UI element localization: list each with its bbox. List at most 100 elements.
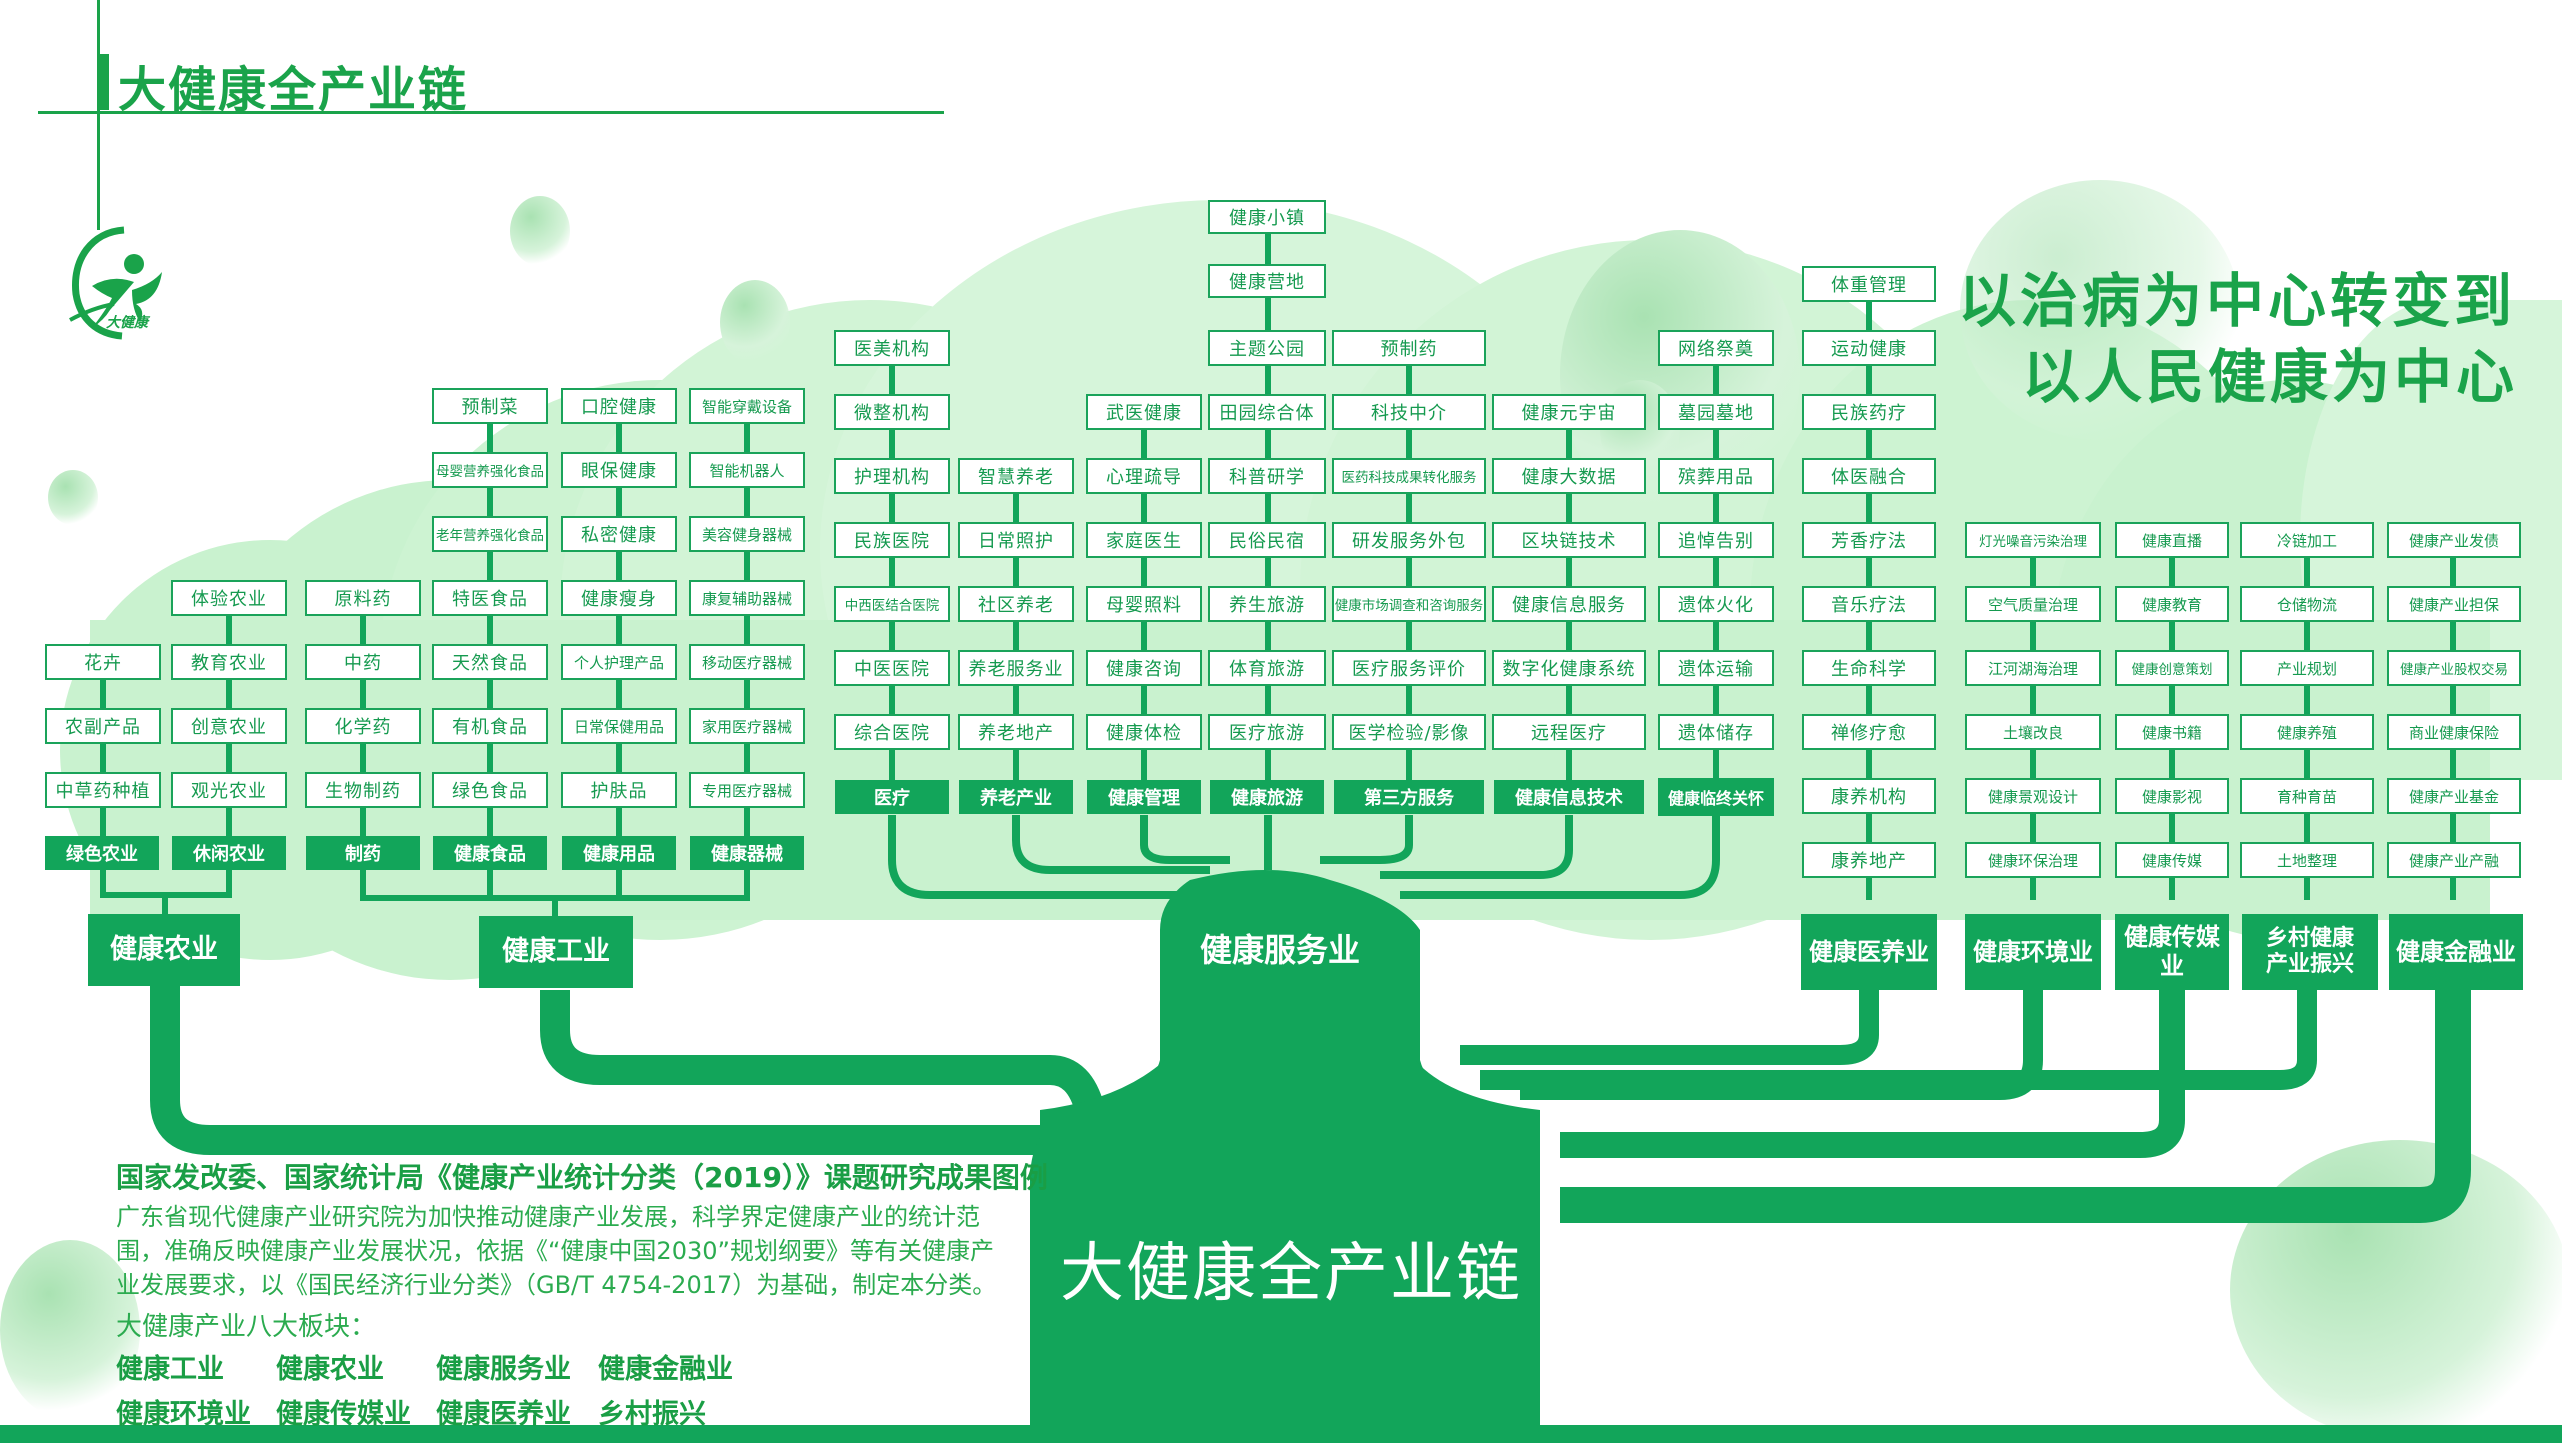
item-box[interactable]: 医药科技成果转化服务 <box>1332 458 1486 494</box>
item-box[interactable]: 灯光噪音污染治理 <box>1965 522 2101 558</box>
item-box[interactable]: 观光农业 <box>171 772 287 808</box>
item-box[interactable]: 中西医结合医院 <box>834 586 950 622</box>
item-box[interactable]: 商业健康保险 <box>2387 714 2521 750</box>
item-box[interactable]: 田园综合体 <box>1208 394 1326 430</box>
item-box[interactable]: 健康体检 <box>1086 714 1202 750</box>
item-box[interactable]: 社区养老 <box>958 586 1074 622</box>
item-box[interactable]: 天然食品 <box>432 644 548 680</box>
item-box[interactable]: 智慧养老 <box>958 458 1074 494</box>
item-box[interactable]: 健康信息服务 <box>1492 586 1646 622</box>
item-box[interactable]: 数字化健康系统 <box>1492 650 1646 686</box>
item-box[interactable]: 康养地产 <box>1802 842 1936 878</box>
item-box[interactable]: 日常照护 <box>958 522 1074 558</box>
item-box[interactable]: 土地整理 <box>2240 842 2374 878</box>
item-box[interactable]: 殡葬用品 <box>1658 458 1774 494</box>
sector-environment[interactable]: 健康环境业 <box>1965 914 2101 990</box>
item-box[interactable]: 遗体火化 <box>1658 586 1774 622</box>
item-box[interactable]: 眼保健康 <box>561 452 677 488</box>
item-box[interactable]: 墓园墓地 <box>1658 394 1774 430</box>
item-box[interactable]: 健康市场调查和咨询服务 <box>1332 586 1486 622</box>
item-box[interactable]: 主题公园 <box>1208 330 1326 366</box>
item-box[interactable]: 个人护理产品 <box>561 644 677 680</box>
item-box[interactable]: 农副产品 <box>45 708 161 744</box>
category-green-agriculture[interactable]: 绿色农业 <box>45 836 159 870</box>
sector-finance[interactable]: 健康金融业 <box>2389 914 2523 990</box>
item-box[interactable]: 养老地产 <box>958 714 1074 750</box>
item-box[interactable]: 中医医院 <box>834 650 950 686</box>
item-box[interactable]: 民族药疗 <box>1802 394 1936 430</box>
item-box[interactable]: 心理疏导 <box>1086 458 1202 494</box>
category-health-goods[interactable]: 健康用品 <box>562 836 676 870</box>
item-box[interactable]: 民族医院 <box>834 522 950 558</box>
item-box[interactable]: 武医健康 <box>1086 394 1202 430</box>
item-box[interactable]: 体重管理 <box>1802 266 1936 302</box>
item-box[interactable]: 医学检验/影像 <box>1332 714 1486 750</box>
item-box[interactable]: 遗体储存 <box>1658 714 1774 750</box>
item-box[interactable]: 运动健康 <box>1802 330 1936 366</box>
item-box[interactable]: 体验农业 <box>171 580 287 616</box>
item-box[interactable]: 体医融合 <box>1802 458 1936 494</box>
sector-media[interactable]: 健康传媒业 <box>2115 914 2229 990</box>
item-box[interactable]: 健康大数据 <box>1492 458 1646 494</box>
item-box[interactable]: 健康产业担保 <box>2387 586 2521 622</box>
item-box[interactable]: 医疗旅游 <box>1208 714 1326 750</box>
item-box[interactable]: 健康养殖 <box>2240 714 2374 750</box>
item-box[interactable]: 中药 <box>305 644 421 680</box>
item-box[interactable]: 日常保健用品 <box>561 708 677 744</box>
item-box[interactable]: 健康景观设计 <box>1965 778 2101 814</box>
item-box[interactable]: 遗体运输 <box>1658 650 1774 686</box>
sector-service[interactable]: 健康服务业 <box>1199 930 1360 969</box>
item-box[interactable]: 护理机构 <box>834 458 950 494</box>
item-box[interactable]: 母婴营养强化食品 <box>432 452 548 488</box>
item-box[interactable]: 美容健身器械 <box>689 516 805 552</box>
item-box[interactable]: 私密健康 <box>561 516 677 552</box>
item-box[interactable]: 生物制药 <box>305 772 421 808</box>
item-box[interactable]: 禅修疗愈 <box>1802 714 1936 750</box>
item-box[interactable]: 中草药种植 <box>45 772 161 808</box>
item-box[interactable]: 预制菜 <box>432 388 548 424</box>
item-box[interactable]: 母婴照料 <box>1086 586 1202 622</box>
item-box[interactable]: 健康产业产融 <box>2387 842 2521 878</box>
item-box[interactable]: 健康书籍 <box>2115 714 2229 750</box>
category-health-tourism[interactable]: 健康旅游 <box>1210 780 1324 814</box>
item-box[interactable]: 健康影视 <box>2115 778 2229 814</box>
item-box[interactable]: 养老服务业 <box>958 650 1074 686</box>
item-box[interactable]: 健康产业发债 <box>2387 522 2521 558</box>
item-box[interactable]: 育种育苗 <box>2240 778 2374 814</box>
item-box[interactable]: 区块链技术 <box>1492 522 1646 558</box>
item-box[interactable]: 创意农业 <box>171 708 287 744</box>
item-box[interactable]: 健康创意策划 <box>2115 650 2229 686</box>
item-box[interactable]: 口腔健康 <box>561 388 677 424</box>
category-end-of-life[interactable]: 健康临终关怀 <box>1658 778 1774 816</box>
sector-rural[interactable]: 乡村健康 产业振兴 <box>2242 914 2378 990</box>
item-box[interactable]: 医美机构 <box>834 330 950 366</box>
item-box[interactable]: 护肤品 <box>561 772 677 808</box>
sector-industry[interactable]: 健康工业 <box>479 916 633 988</box>
item-box[interactable]: 移动医疗器械 <box>689 644 805 680</box>
item-box[interactable]: 养生旅游 <box>1208 586 1326 622</box>
item-box[interactable]: 医疗服务评价 <box>1332 650 1486 686</box>
item-box[interactable]: 远程医疗 <box>1492 714 1646 750</box>
item-box[interactable]: 特医食品 <box>432 580 548 616</box>
item-box[interactable]: 智能穿戴设备 <box>689 388 805 424</box>
item-box[interactable]: 科普研学 <box>1208 458 1326 494</box>
item-box[interactable]: 健康产业基金 <box>2387 778 2521 814</box>
item-box[interactable]: 空气质量治理 <box>1965 586 2101 622</box>
item-box[interactable]: 健康咨询 <box>1086 650 1202 686</box>
item-box[interactable]: 化学药 <box>305 708 421 744</box>
item-box[interactable]: 健康直播 <box>2115 522 2229 558</box>
item-box[interactable]: 冷链加工 <box>2240 522 2374 558</box>
item-box[interactable]: 家庭医生 <box>1086 522 1202 558</box>
item-box[interactable]: 芳香疗法 <box>1802 522 1936 558</box>
item-box[interactable]: 微整机构 <box>834 394 950 430</box>
category-health-it[interactable]: 健康信息技术 <box>1494 780 1644 814</box>
item-box[interactable]: 网络祭奠 <box>1658 330 1774 366</box>
item-box[interactable]: 研发服务外包 <box>1332 522 1486 558</box>
item-box[interactable]: 仓储物流 <box>2240 586 2374 622</box>
category-health-devices[interactable]: 健康器械 <box>690 836 804 870</box>
category-third-party[interactable]: 第三方服务 <box>1334 780 1484 814</box>
item-box[interactable]: 健康传媒 <box>2115 842 2229 878</box>
category-health-food[interactable]: 健康食品 <box>433 836 547 870</box>
item-box[interactable]: 音乐疗法 <box>1802 586 1936 622</box>
item-box[interactable]: 生命科学 <box>1802 650 1936 686</box>
